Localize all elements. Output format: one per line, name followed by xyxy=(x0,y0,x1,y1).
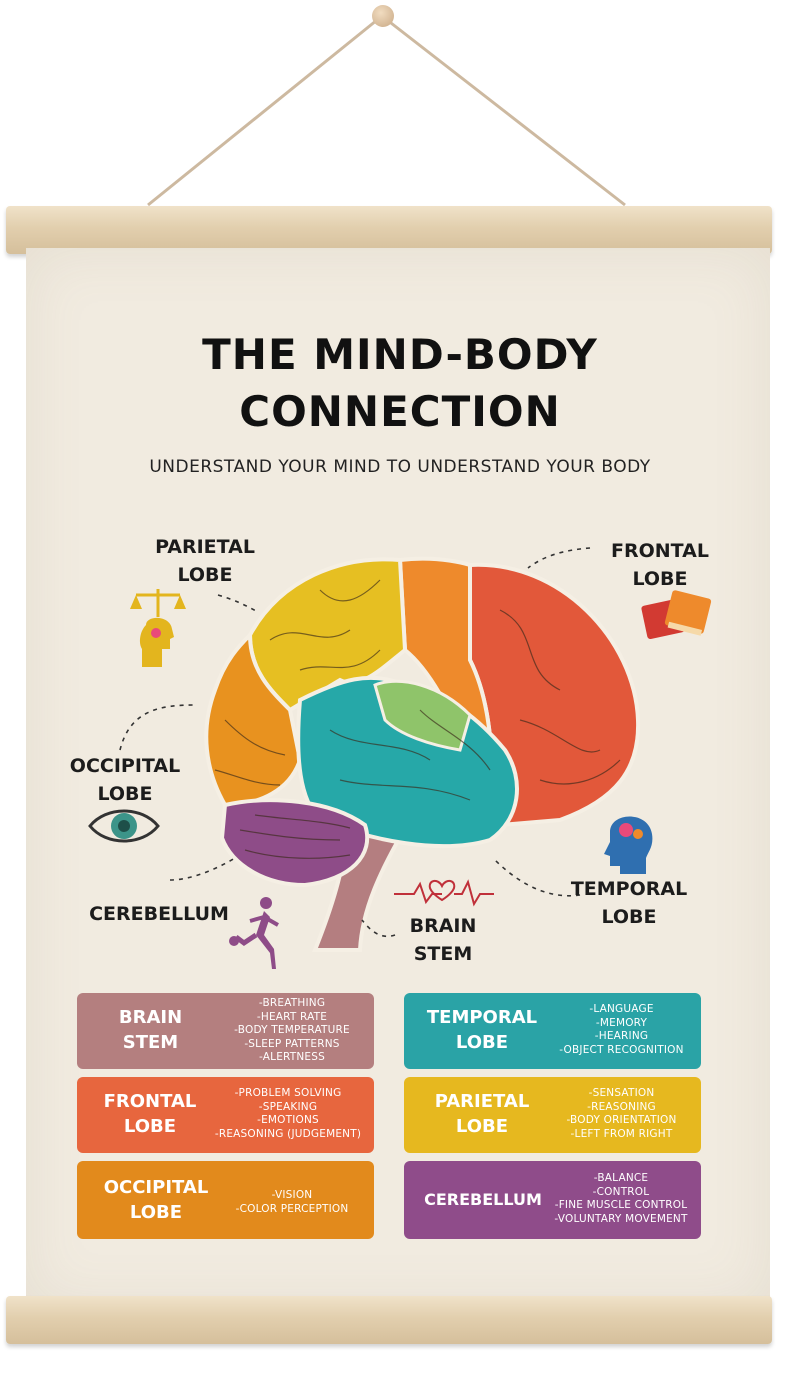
top-wooden-hanger xyxy=(6,206,772,254)
fact-item: -MEMORY xyxy=(595,1016,648,1029)
frontal-label-line-2: LOBE xyxy=(632,568,688,590)
fact-item: -LEFT FROM RIGHT xyxy=(570,1127,673,1140)
cerebellum-box: CEREBELLUM -BALANCE -CONTROL -FINE MUSCL… xyxy=(404,1161,701,1239)
fact-item: -BALANCE xyxy=(593,1172,649,1184)
box-title: FRONTAL LOBE xyxy=(85,1089,215,1139)
box-facts: -BALANCE -CONTROL -FINE MUSCLE CONTROL -… xyxy=(548,1172,694,1226)
insula-region xyxy=(373,679,472,752)
box-title: TEMPORAL LOBE xyxy=(412,1005,552,1055)
box-title-line-1: BRAIN xyxy=(118,1007,183,1028)
cerebellum-label: CEREBELLUM xyxy=(89,903,229,925)
box-title-line-2: LOBE xyxy=(123,1116,177,1137)
parietal-label-line-2: LOBE xyxy=(177,564,233,586)
brain-diagram xyxy=(119,547,641,952)
box-title: CEREBELLUM xyxy=(412,1187,554,1212)
box-title-line-1: TEMPORAL xyxy=(426,1007,538,1028)
box-title: PARIETAL LOBE xyxy=(412,1089,552,1139)
fact-item: -VISION xyxy=(271,1189,313,1201)
fact-item: -HEART RATE xyxy=(256,1010,328,1023)
occipital-lobe-box: OCCIPITAL LOBE -VISION -COLOR PERCEPTION xyxy=(77,1161,374,1239)
fact-item: -HEARING xyxy=(594,1030,649,1042)
temporal-lobe-label: TEMPORAL LOBE xyxy=(564,875,694,931)
box-facts: -LANGUAGE -MEMORY -HEARING -OBJECT RECOG… xyxy=(549,1003,694,1057)
books-icon xyxy=(641,590,712,640)
temporal-label-line-1: TEMPORAL xyxy=(570,878,688,900)
frontal-lobe-box: FRONTAL LOBE -PROBLEM SOLVING -SPEAKING … xyxy=(77,1077,374,1153)
box-facts: -SENSATION -REASONING -BODY ORIENTATION … xyxy=(549,1087,694,1141)
frontal-pointer xyxy=(527,547,591,569)
pin-icon xyxy=(372,5,394,27)
box-title-line-2: LOBE xyxy=(455,1032,509,1053)
brain-stem-label-line-2: STEM xyxy=(413,943,473,965)
occipital-label-line-2: LOBE xyxy=(97,783,153,805)
brain-stem-pointer xyxy=(361,919,396,938)
fact-item: -REASONING (JUDGEMENT) xyxy=(214,1127,362,1140)
parietal-lobe-box: PARIETAL LOBE -SENSATION -REASONING -BOD… xyxy=(404,1077,701,1153)
box-title-line-1: CEREBELLUM xyxy=(424,1190,542,1209)
parietal-label-line-1: PARIETAL xyxy=(155,536,255,558)
poster-title-line-1: THE MIND-BODY xyxy=(202,330,598,379)
fact-item: -CONTROL xyxy=(592,1185,650,1198)
fact-item: -SENSATION xyxy=(588,1087,655,1099)
box-title-line-2: STEM xyxy=(122,1032,179,1053)
cerebellum-region xyxy=(219,798,370,888)
box-title-line-1: FRONTAL xyxy=(103,1091,197,1112)
bottom-wooden-hanger xyxy=(6,1296,772,1344)
temporal-pointer xyxy=(494,859,581,897)
eye-icon xyxy=(88,809,160,843)
fact-item: -REASONING xyxy=(587,1100,656,1113)
brain-stem-label-line-1: BRAIN xyxy=(409,915,477,937)
parietal-lobe-label: PARIETAL LOBE xyxy=(140,533,270,589)
poster-title-line-2: CONNECTION xyxy=(239,387,561,436)
hanging-string xyxy=(147,14,626,207)
frontal-lobe-label: FRONTAL LOBE xyxy=(595,537,725,593)
box-title: BRAIN STEM xyxy=(83,1005,218,1055)
fact-item: -OBJECT RECOGNITION xyxy=(559,1043,684,1056)
fact-item: -BREATHING xyxy=(258,997,326,1009)
fact-item: -SPEAKING xyxy=(258,1100,318,1113)
fact-item: -LANGUAGE xyxy=(589,1003,654,1015)
cerebellum-pointer xyxy=(169,857,236,881)
brain-head-icon xyxy=(604,816,653,874)
poster-subtitle: UNDERSTAND YOUR MIND TO UNDERSTAND YOUR … xyxy=(149,457,651,477)
fact-item: -BODY ORIENTATION xyxy=(566,1114,677,1126)
temporal-lobe-box: TEMPORAL LOBE -LANGUAGE -MEMORY -HEARING… xyxy=(404,993,701,1069)
heartbeat-icon xyxy=(394,879,494,907)
box-title: OCCIPITAL LOBE xyxy=(81,1175,231,1225)
fact-item: -FINE MUSCLE CONTROL xyxy=(554,1199,688,1211)
box-title-line-1: PARIETAL xyxy=(434,1091,530,1112)
box-title-line-2: LOBE xyxy=(455,1116,509,1137)
fact-item: -ALERTNESS xyxy=(259,1051,325,1063)
fact-item: -SLEEP PATTERNS xyxy=(244,1037,340,1050)
box-title-line-1: OCCIPITAL xyxy=(103,1177,209,1198)
occipital-pointer xyxy=(119,704,196,751)
temporal-label-line-2: LOBE xyxy=(601,906,657,928)
fact-item: -EMOTIONS xyxy=(257,1114,319,1126)
parietal-pointer xyxy=(217,594,259,613)
box-facts: -BREATHING -HEART RATE -BODY TEMPERATURE… xyxy=(217,997,367,1065)
box-facts: -PROBLEM SOLVING -SPEAKING -EMOTIONS -RE… xyxy=(207,1087,369,1141)
fact-item: -COLOR PERCEPTION xyxy=(235,1202,349,1215)
occipital-label-line-1: OCCIPITAL xyxy=(69,755,181,777)
box-title-line-2: LOBE xyxy=(129,1202,183,1223)
fact-item: -VOLUNTARY MOVEMENT xyxy=(554,1212,688,1225)
brain-stem-label: BRAIN STEM xyxy=(398,912,488,968)
fact-item: -BODY TEMPERATURE xyxy=(234,1024,350,1036)
fact-item: -PROBLEM SOLVING xyxy=(234,1087,342,1099)
box-facts: -VISION -COLOR PERCEPTION xyxy=(222,1189,362,1216)
frontal-label-line-1: FRONTAL xyxy=(611,540,709,562)
occipital-lobe-label: OCCIPITAL LOBE xyxy=(55,752,195,808)
scales-head-icon xyxy=(130,589,186,667)
brain-stem-box: BRAIN STEM -BREATHING -HEART RATE -BODY … xyxy=(77,993,374,1069)
soccer-player-icon xyxy=(229,897,279,969)
